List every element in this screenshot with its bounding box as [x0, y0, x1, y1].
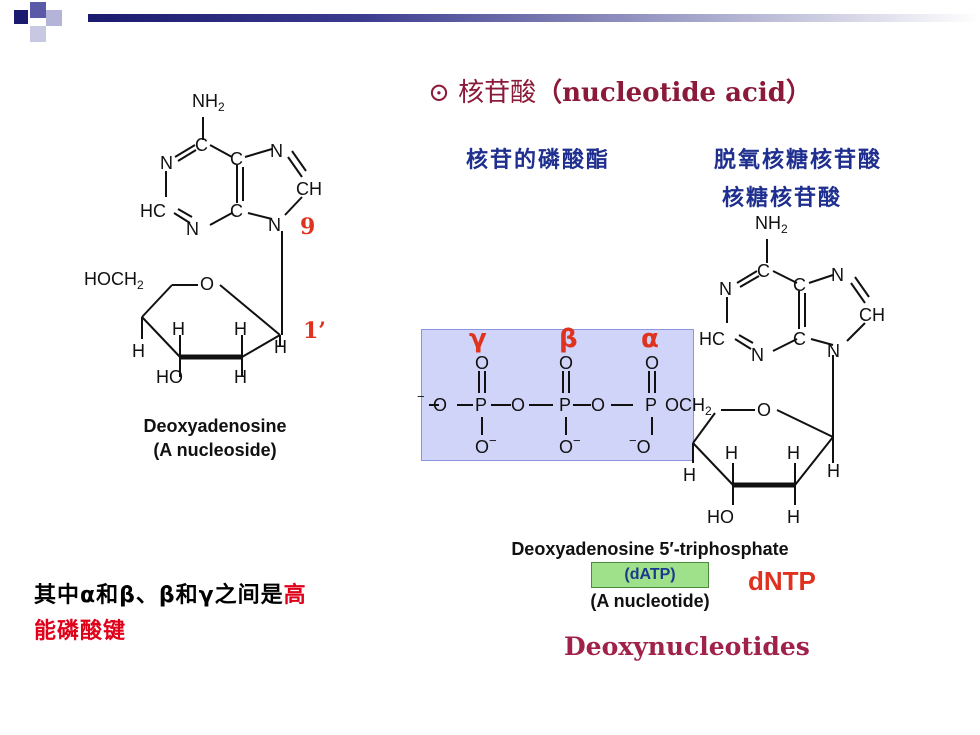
deoxynucleotides-label: Deoxynucleotides [564, 632, 810, 661]
svg-text:P: P [559, 395, 571, 415]
alpha-label: α [641, 324, 659, 354]
svg-text:N: N [719, 279, 732, 299]
svg-text:O: O [433, 395, 447, 415]
slide-title: ⊙ 核苷酸（nucleotide acid） [428, 72, 812, 109]
svg-text:O−: O− [475, 433, 497, 457]
svg-text:O−: O− [559, 433, 581, 457]
left-caption-2: (A nucleoside) [153, 440, 277, 460]
svg-text:N: N [827, 341, 840, 361]
svg-text:O: O [645, 353, 659, 373]
svg-text:O: O [591, 395, 605, 415]
subtitle-right-2: 核糖核苷酸 [722, 186, 843, 211]
svg-text:H: H [787, 443, 800, 463]
note-text: 其中α和β、β和γ之间是 [34, 583, 284, 608]
title-en: （nucleotide acid） [536, 78, 812, 108]
svg-text:O: O [511, 395, 525, 415]
svg-text:H: H [234, 367, 247, 385]
svg-text:C: C [230, 201, 243, 221]
svg-text:H: H [234, 319, 247, 339]
svg-text:P: P [645, 395, 657, 415]
left-caption-1: Deoxyadenosine [143, 416, 287, 436]
svg-text:C: C [757, 261, 770, 281]
header-bar [88, 14, 980, 22]
svg-text:C: C [793, 275, 806, 295]
svg-text:N: N [831, 265, 844, 285]
note-highlight-1: 高 [283, 583, 307, 608]
corner-square-light [46, 10, 62, 26]
svg-text:N: N [268, 215, 281, 235]
corner-square-light2 [30, 26, 46, 42]
dntp-label: dNTP [748, 566, 816, 596]
svg-text:HO: HO [156, 367, 183, 385]
note-highlight-2: 能磷酸键 [34, 619, 127, 644]
gamma-label: γ [469, 324, 487, 354]
svg-text:O: O [559, 353, 573, 373]
svg-text:N: N [186, 219, 199, 239]
svg-text:H: H [132, 341, 145, 361]
svg-text:H: H [827, 461, 840, 481]
datp-abbr-box: (dATP) [591, 562, 709, 588]
svg-text:−: − [417, 389, 425, 404]
subtitle-right-1: 脱氧核糖核苷酸 [714, 148, 883, 173]
datp-structure: NH2 N C C N CH HC N C N O H H H H HO H −… [417, 213, 885, 527]
svg-text:−O: −O [629, 433, 651, 457]
svg-text:HC: HC [699, 329, 725, 349]
svg-text:C: C [793, 329, 806, 349]
high-energy-bond-note: 其中α和β、β和γ之间是高 能磷酸键 [34, 578, 474, 650]
position-label-9: 9 [300, 214, 316, 240]
title-bullet-icon: ⊙ [428, 78, 450, 108]
svg-text:N: N [751, 345, 764, 365]
svg-text:CH: CH [296, 179, 322, 199]
svg-text:HOCH2: HOCH2 [84, 269, 144, 292]
corner-square-mid [30, 2, 46, 18]
right-caption-1: Deoxyadenosine 5′-triphosphate [511, 539, 789, 559]
triphosphate-highlight [421, 329, 694, 461]
svg-text:H: H [725, 443, 738, 463]
svg-text:P: P [475, 395, 487, 415]
beta-label: β [559, 324, 578, 354]
corner-square-dark [14, 10, 28, 24]
svg-text:H: H [172, 319, 185, 339]
right-caption-2: (A nucleotide) [590, 591, 710, 611]
svg-text:HO: HO [707, 507, 734, 527]
svg-text:C: C [195, 135, 208, 155]
title-cn: 核苷酸 [458, 78, 537, 108]
svg-text:NH2: NH2 [755, 213, 788, 236]
svg-text:CH: CH [859, 305, 885, 325]
svg-text:C: C [230, 149, 243, 169]
svg-text:O: O [475, 353, 489, 373]
svg-text:N: N [160, 153, 173, 173]
svg-text:H: H [274, 337, 287, 357]
svg-text:HC: HC [140, 201, 166, 221]
position-label-1prime: 1’ [303, 318, 326, 344]
atom-nh2: NH2 [192, 91, 225, 114]
svg-text:O: O [757, 400, 771, 420]
svg-text:N: N [270, 141, 283, 161]
svg-text:H: H [787, 507, 800, 527]
deoxyadenosine-structure: NH2 N C C N CH HC N C N HOCH2 O H H H H … [84, 91, 322, 385]
subtitle-left: 核苷的磷酸酯 [466, 148, 611, 173]
svg-text:O: O [200, 274, 214, 294]
svg-text:OCH2: OCH2 [665, 395, 712, 418]
svg-text:H: H [683, 465, 696, 485]
